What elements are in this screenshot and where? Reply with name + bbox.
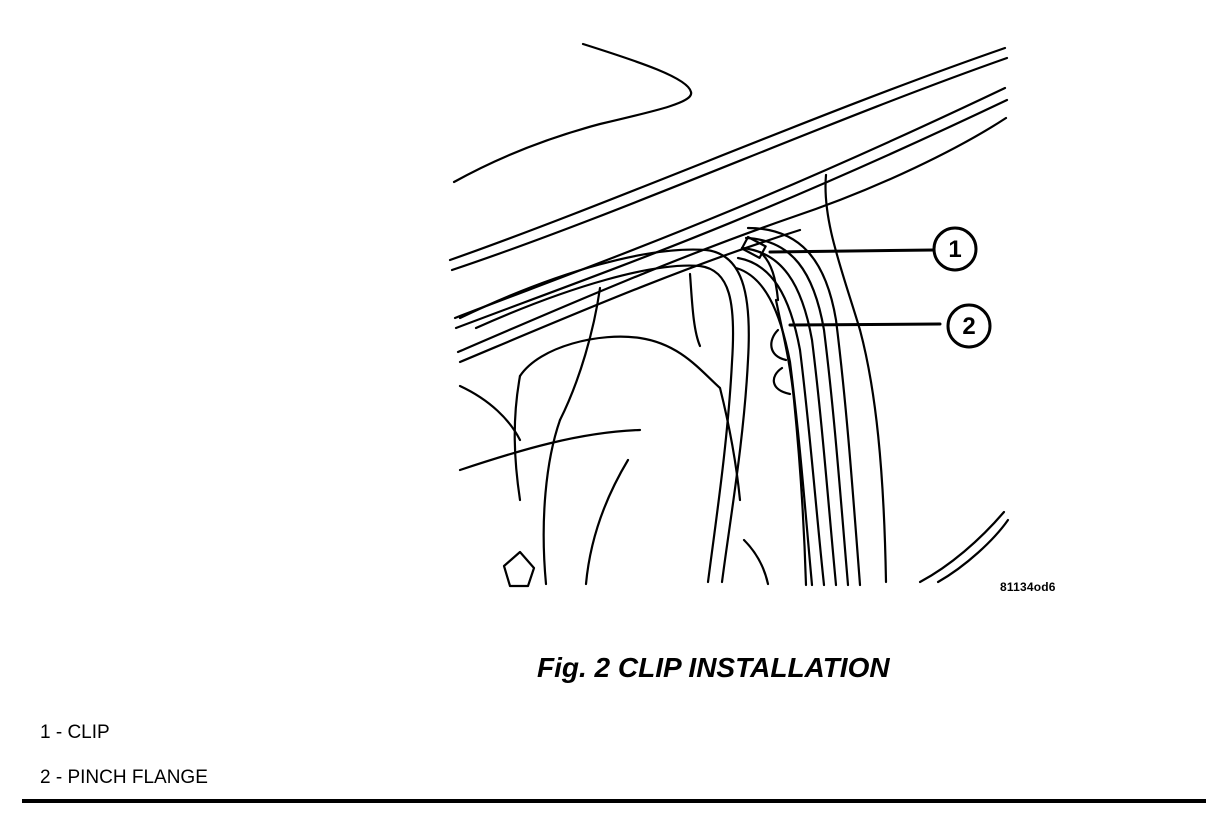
bottom-rule xyxy=(22,799,1206,803)
door-trim-arc-2 xyxy=(936,518,1010,584)
flange-bulge-upper xyxy=(770,328,788,362)
roof-rail-line-4 xyxy=(454,98,1009,330)
seat-panel-line xyxy=(458,428,642,472)
pillar-outer-edge xyxy=(824,173,888,584)
callout-2-number: 2 xyxy=(962,313,975,340)
clip-hook xyxy=(758,250,780,302)
roof-rail-line-1 xyxy=(448,46,1007,262)
roof-rail-line-3 xyxy=(453,86,1007,320)
seatbelt-buckle xyxy=(502,550,536,588)
pillar-band-1 xyxy=(746,226,862,587)
door-seal-outer xyxy=(458,248,750,584)
window-opening-edge xyxy=(452,42,693,184)
headrest-side xyxy=(558,286,602,422)
callout-1-leader xyxy=(768,248,936,254)
roof-rail-line-2 xyxy=(450,56,1009,272)
seat-cushion-edge xyxy=(458,384,522,442)
flange-bulge-lower xyxy=(772,366,792,396)
callout-1-number: 1 xyxy=(948,236,961,263)
legend-item-clip: 1 - CLIP xyxy=(40,722,110,743)
pillar-band-4 xyxy=(736,256,826,587)
roof-rail-line-6 xyxy=(458,228,802,364)
callout-2-leader xyxy=(788,322,942,327)
roof-rail-line-5 xyxy=(456,116,1008,354)
seat-back-left xyxy=(513,374,522,502)
pillar-band-3 xyxy=(740,246,838,587)
figure-id-code: 81134od6 xyxy=(1000,580,1056,594)
callout-1-circle xyxy=(932,226,978,272)
seat-right-curve xyxy=(742,538,770,586)
seat-back-outline xyxy=(518,335,742,502)
door-trim-arc-1 xyxy=(918,510,1006,584)
callout-2-circle xyxy=(946,303,992,349)
pinch-flange-seam xyxy=(774,298,808,587)
figure-caption: Fig. 2 CLIP INSTALLATION xyxy=(537,652,890,683)
seat-lower-curve xyxy=(542,418,562,586)
headrest-outline xyxy=(688,272,702,348)
legend-item-pinch-flange: 2 - PINCH FLANGE xyxy=(40,767,208,788)
seat-mid-line xyxy=(584,458,630,586)
clip-part xyxy=(740,235,767,259)
door-seal-inner xyxy=(474,264,735,584)
